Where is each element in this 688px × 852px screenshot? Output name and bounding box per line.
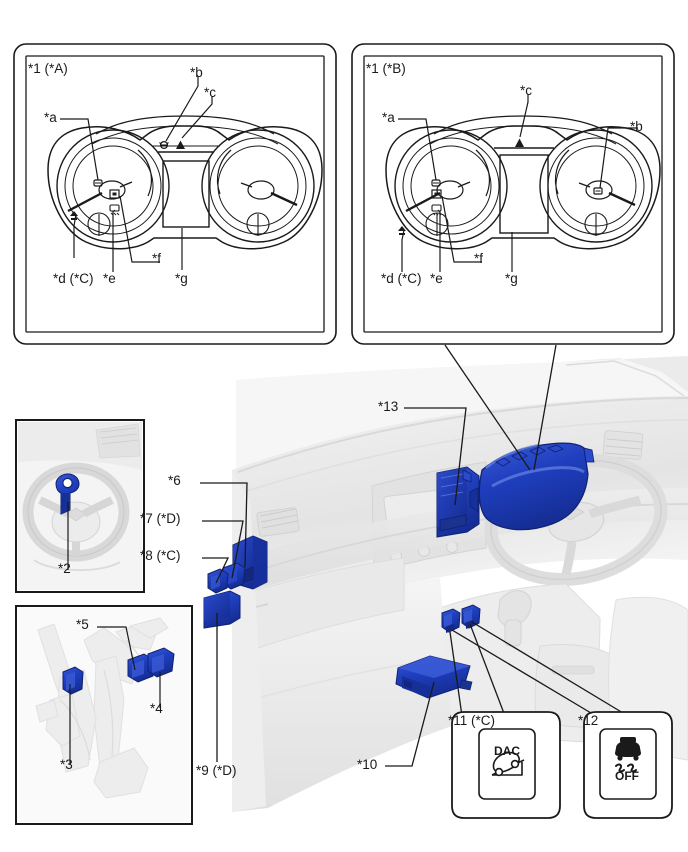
callout-12: *12 xyxy=(578,713,599,728)
callout-a-e: *e xyxy=(103,271,116,286)
callout-13: *13 xyxy=(378,399,399,414)
telltale-brake-icon-b xyxy=(593,187,603,195)
callout-9: *9 (*D) xyxy=(196,763,237,778)
telltale-slip-icon-b xyxy=(431,204,442,216)
steering-inset-illustration xyxy=(18,422,142,590)
callout-a-a: *a xyxy=(44,110,57,125)
callout-11: *11 (*C) xyxy=(448,713,496,728)
off-label: OFF xyxy=(615,769,639,783)
callout-8: *8 (*C) xyxy=(140,548,181,563)
panel-id-cluster-a: *1 (*A) xyxy=(28,61,68,76)
callout-b-a: *a xyxy=(382,110,395,125)
callout-a-g: *g xyxy=(175,271,188,286)
callout-a-d: *d (*C) xyxy=(53,271,94,286)
cluster-b-drawing xyxy=(385,115,661,250)
telltale-vsc-off-icon-a xyxy=(109,189,120,199)
component-10-skid-control-ecu xyxy=(395,655,473,699)
callout-7: *7 (*D) xyxy=(140,511,181,526)
cluster-a-drawing xyxy=(47,115,323,250)
callout-b-e: *e xyxy=(430,271,443,286)
telltale-vsc-off-icon-b xyxy=(431,189,442,199)
telltale-master-warning-icon-a xyxy=(176,140,185,149)
telltale-brake-icon-a xyxy=(159,140,169,150)
callout-b-f: *f xyxy=(474,251,484,266)
component-4-stop-lamp-switch xyxy=(147,647,175,678)
callout-a-f: *f xyxy=(152,251,162,266)
component-8-deceleration-sensor xyxy=(207,568,229,594)
callout-a-c: *c xyxy=(204,85,217,100)
component-12-vsc-off-switch xyxy=(461,604,481,629)
callout-a-b: *b xyxy=(190,65,203,80)
pedal-leader-lines xyxy=(69,626,161,765)
callout-b-g: *g xyxy=(505,271,518,286)
callout-2: *2 xyxy=(58,561,71,576)
component-13-combination-meter-ecu xyxy=(436,466,480,538)
dac-icon xyxy=(491,751,525,777)
pedal-inset-illustration xyxy=(18,608,190,822)
switch-face-12 xyxy=(599,728,657,800)
component-3-bracket xyxy=(62,666,84,695)
highlighted-components xyxy=(203,442,595,699)
component-1-combination-meter xyxy=(469,442,595,531)
callout-5: *5 xyxy=(76,617,89,632)
vsc-off-icon xyxy=(615,737,641,773)
callout-3: *3 xyxy=(60,757,73,772)
callout-6: *6 xyxy=(168,473,181,488)
component-2-steering-angle-sensor xyxy=(55,473,80,515)
callout-10: *10 xyxy=(357,757,378,772)
callout-b-b: *b xyxy=(630,119,643,134)
component-11-dac-switch xyxy=(441,608,461,633)
panel-id-cluster-b: *1 (*B) xyxy=(366,61,406,76)
dac-label: DAC xyxy=(494,744,520,758)
cluster-leader-lines xyxy=(60,76,638,272)
callout-4: *4 xyxy=(150,701,163,716)
callout-b-c: *c xyxy=(520,83,533,98)
leader-lines-main xyxy=(200,344,629,767)
component-9-transfer-ecu xyxy=(203,590,241,629)
telltale-master-warning-icon-b xyxy=(515,138,524,147)
callout-b-d: *d (*C) xyxy=(381,271,422,286)
